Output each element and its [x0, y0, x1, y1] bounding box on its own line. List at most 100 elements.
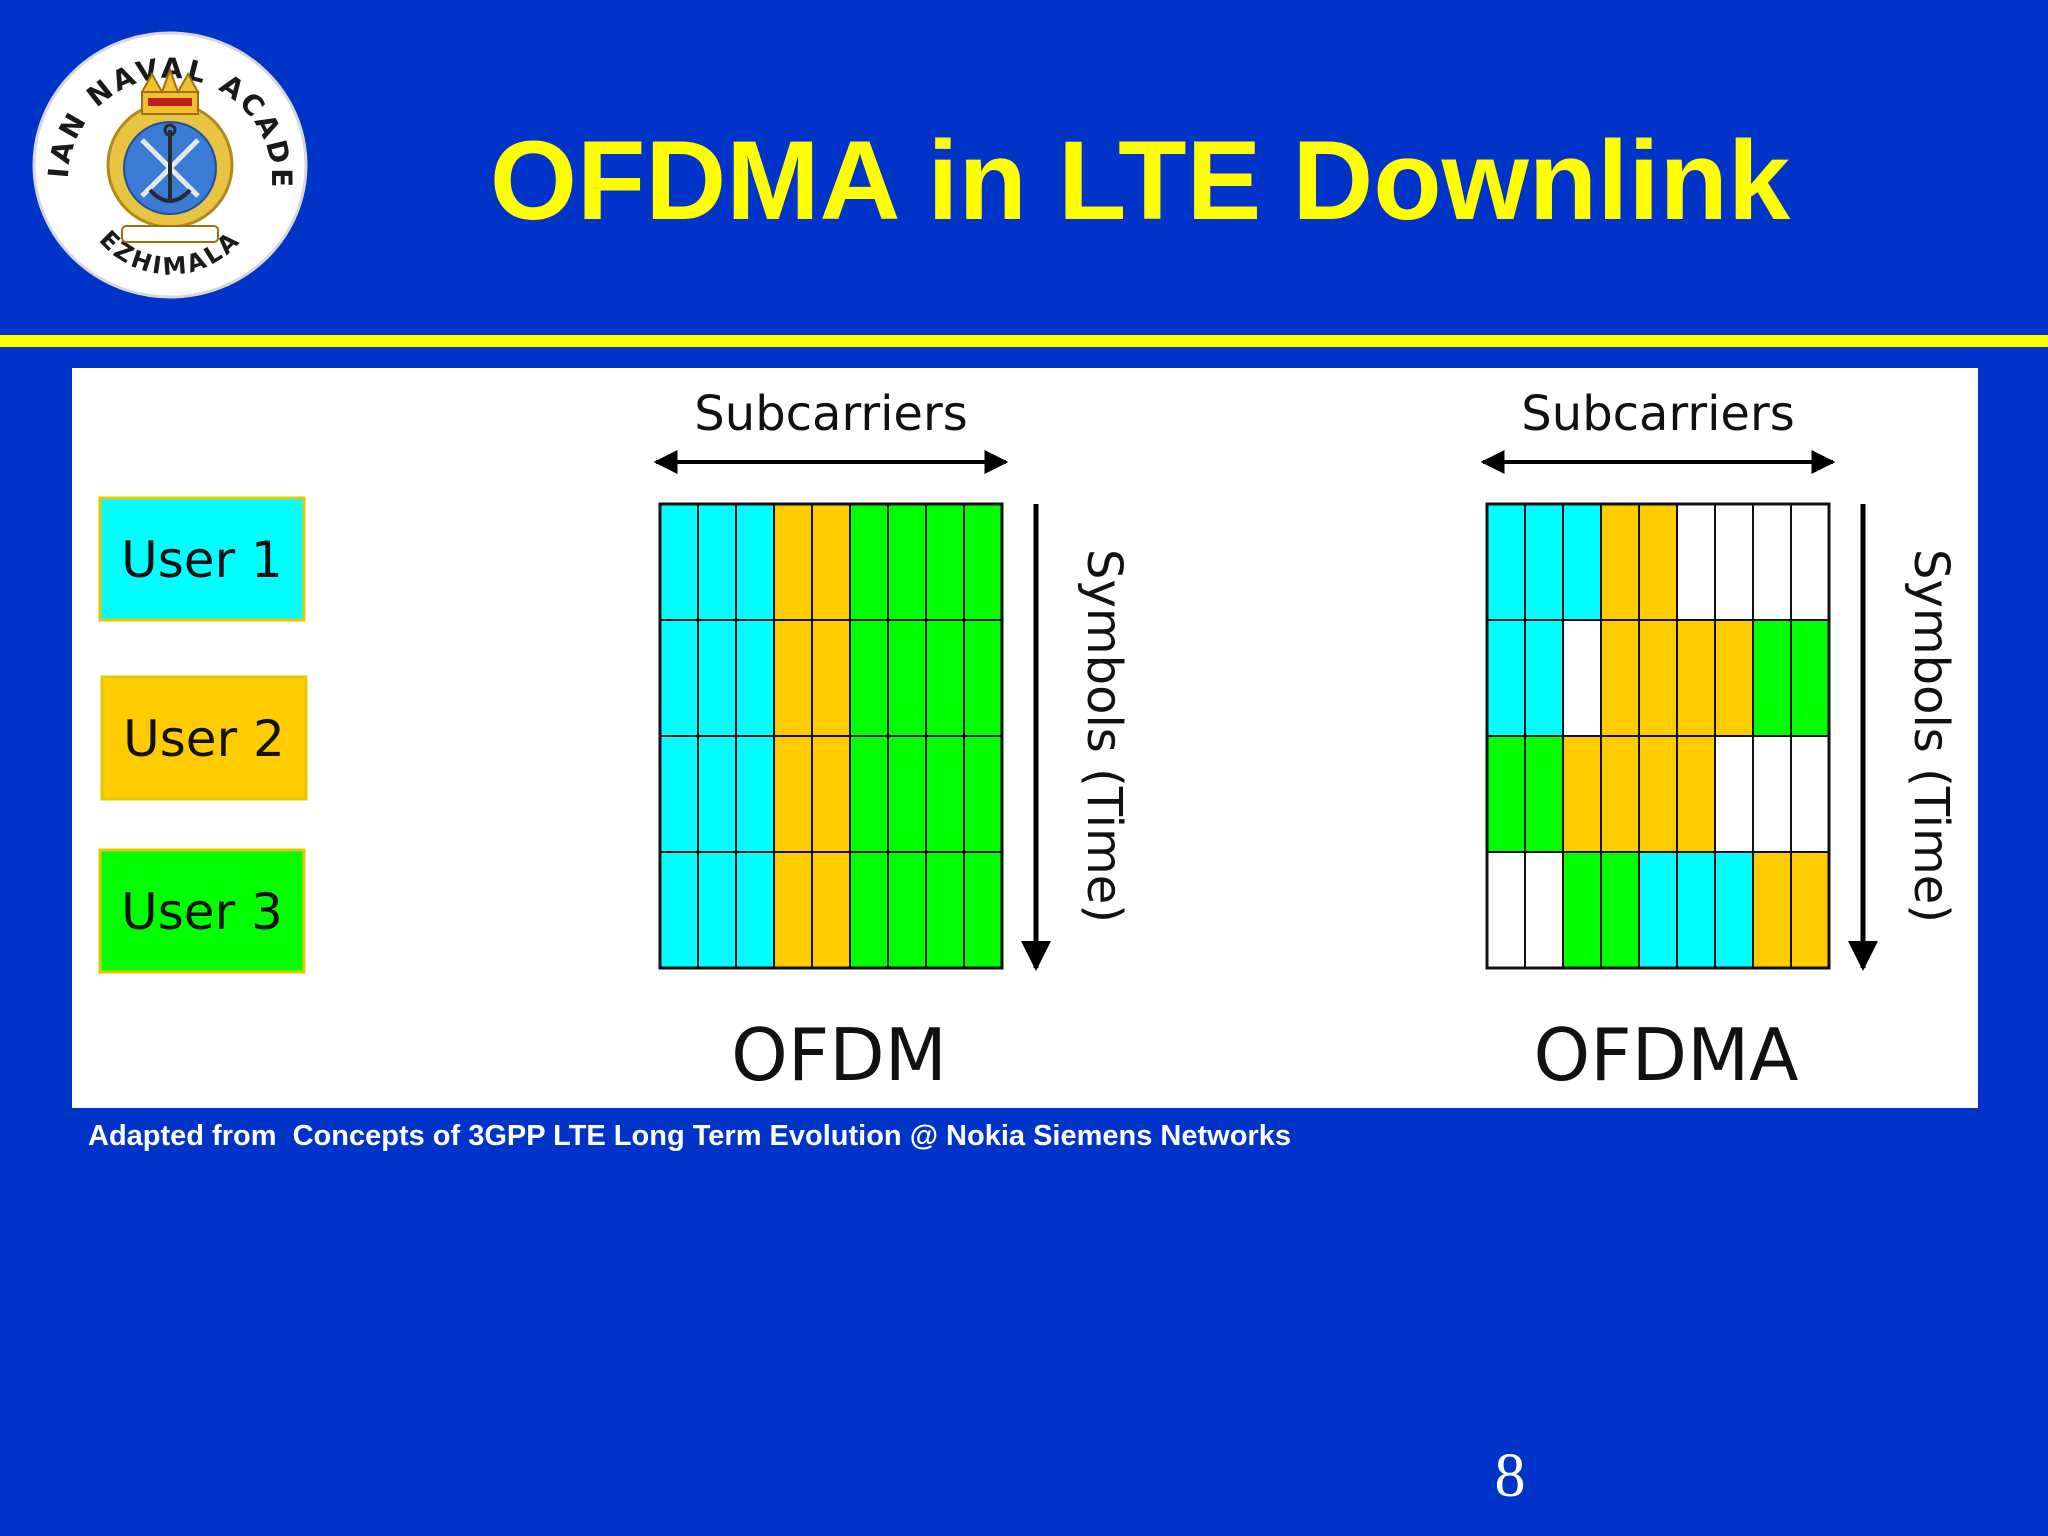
ofdma-grid-border [1485, 502, 1831, 970]
ofdma-cell [1638, 619, 1678, 737]
ofdma-cell [1486, 503, 1526, 621]
legend-label-u1: User 1 [121, 531, 283, 589]
ofdma-cell [1676, 851, 1716, 969]
ofdm-cell [735, 851, 775, 969]
ofdm-cell [963, 503, 1003, 621]
ofdm-cell [811, 503, 851, 621]
page-number: 8 [1494, 1442, 1526, 1510]
ofdma-cell [1524, 619, 1564, 737]
ofdma-cell [1486, 619, 1526, 737]
ofdm-subcarriers-label: Subcarriers [694, 386, 967, 442]
ofdma-cell [1790, 851, 1830, 969]
ofdma-cell [1600, 503, 1640, 621]
ofdm-cell [887, 619, 927, 737]
ofdm-cell [697, 503, 737, 621]
ofdm-cell [735, 503, 775, 621]
ofdm-cell [849, 503, 889, 621]
ofdma-cell [1486, 851, 1526, 969]
ofdma-cell [1562, 503, 1602, 621]
ofdma-cell [1524, 851, 1564, 969]
ofdma-cell [1714, 619, 1754, 737]
ofdm-symbols-time-label: Symbols (Time) [1076, 549, 1132, 923]
ofdm-cell [849, 851, 889, 969]
ofdm-cell [887, 851, 927, 969]
ofdma-cell [1638, 503, 1678, 621]
ofdm-cell [811, 735, 851, 853]
ofdm-cell [887, 735, 927, 853]
ofdma-cell [1600, 735, 1640, 853]
ofdm-cell [849, 735, 889, 853]
ofdma-cell [1752, 735, 1792, 853]
ofdm-cell [925, 851, 965, 969]
ofdma-cell [1752, 619, 1792, 737]
ofdma-cell [1524, 735, 1564, 853]
ofdma-cell [1562, 851, 1602, 969]
ofdma-cell [1714, 851, 1754, 969]
ofdma-cell [1714, 735, 1754, 853]
ofdma-cell [1638, 735, 1678, 853]
ofdm-cell [811, 851, 851, 969]
slide-title: OFDMA in LTE Downlink [489, 118, 1791, 243]
ofdm-cell [773, 851, 813, 969]
ofdm-cell [735, 619, 775, 737]
ofdm-cell [963, 619, 1003, 737]
ofdma-cell [1638, 851, 1678, 969]
ofdm-grid-border [658, 502, 1004, 970]
ofdm-cell [659, 735, 699, 853]
ofdma-cell [1790, 735, 1830, 853]
ofdm-cell [659, 503, 699, 621]
ofdm-cell [773, 619, 813, 737]
ofdm-cell [963, 735, 1003, 853]
ofdm-cell [849, 619, 889, 737]
ofdma-cell [1790, 503, 1830, 621]
ofdm-cell [697, 735, 737, 853]
academy-crest-logo: INDIAN NAVAL ACADEMY EZHIMALA [30, 30, 308, 299]
user-legend: User 1 User 2 User 3 [98, 496, 308, 974]
ofdma-cell [1676, 735, 1716, 853]
legend-swatch-u3 [98, 848, 306, 974]
ofdma-cell [1752, 503, 1792, 621]
ofdm-cell [925, 735, 965, 853]
title-divider [0, 335, 2048, 347]
ofdma-cell [1676, 619, 1716, 737]
legend-swatch-u2 [100, 675, 308, 801]
legend-item-u3: User 3 [98, 848, 306, 974]
legend-item-u2: User 2 [100, 675, 308, 801]
ofdm-cell [773, 503, 813, 621]
ofdm-cell [735, 735, 775, 853]
ofdma-diagram-label: OFDMA [1534, 1013, 1799, 1097]
ofdm-cell [659, 851, 699, 969]
ofdma-symbols-time-label: Symbols (Time) [1903, 549, 1959, 923]
ofdma-cell [1562, 619, 1602, 737]
legend-label-u2: User 2 [123, 710, 285, 768]
ofdm-cell [925, 503, 965, 621]
ofdma-cell [1600, 851, 1640, 969]
legend-label-u3: User 3 [121, 883, 283, 941]
ofdma-subcarriers-label: Subcarriers [1521, 386, 1794, 442]
source-caption: Adapted from Concepts of 3GPP LTE Long T… [88, 1120, 1291, 1152]
ofdm-cell [925, 619, 965, 737]
ofdma-cell [1714, 503, 1754, 621]
legend-item-u1: User 1 [98, 496, 306, 622]
ofdma-cell [1486, 735, 1526, 853]
ofdma-cell [1524, 503, 1564, 621]
ofdm-cell [659, 619, 699, 737]
ofdma-cell [1600, 619, 1640, 737]
ofdm-cell [773, 735, 813, 853]
ofdm-cell [887, 503, 927, 621]
ofdm-cell [811, 619, 851, 737]
legend-swatch-u1 [98, 496, 306, 622]
ofdma-cell [1676, 503, 1716, 621]
ofdm-cell [697, 619, 737, 737]
ofdm-diagram-label: OFDM [731, 1013, 947, 1097]
ofdm-cell [697, 851, 737, 969]
ofdm-cell [963, 851, 1003, 969]
ofdma-cell [1790, 619, 1830, 737]
ofdma-cell [1562, 735, 1602, 853]
ofdma-cell [1752, 851, 1792, 969]
